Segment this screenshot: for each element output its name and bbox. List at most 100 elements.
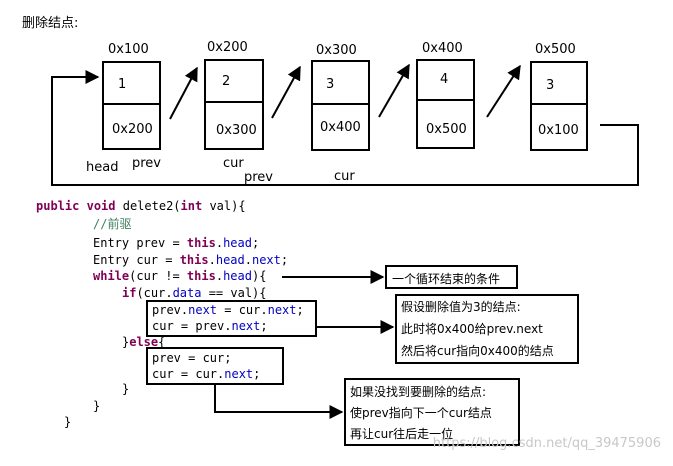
list-node: 0x100 1 0x200 <box>102 42 161 150</box>
node-value: 1 <box>118 77 126 92</box>
note-notfound-line: 再让cur往后走一位 <box>350 427 454 441</box>
node-address: 0x300 <box>316 43 357 58</box>
link-arrow <box>378 63 410 118</box>
field: next <box>224 367 254 381</box>
code-text: delete2( <box>115 199 181 213</box>
field: head <box>223 269 252 283</box>
note-loop-end: 一个循环结束的条件 <box>392 272 501 286</box>
code-text: (cur != <box>129 269 187 283</box>
keyword: else <box>129 335 159 349</box>
code-text: == val){ <box>201 286 267 300</box>
code-text: ; <box>296 303 304 317</box>
head-label: head <box>86 160 118 175</box>
node-address: 0x200 <box>207 40 248 55</box>
field: next <box>267 303 297 317</box>
code-text: (cur. <box>136 286 173 300</box>
prev-label: prev <box>244 170 273 185</box>
node-address: 0x100 <box>108 42 149 57</box>
code-comment: //前驱 <box>93 217 132 231</box>
node-value: 2 <box>222 74 230 89</box>
code-line: } <box>64 415 72 429</box>
code-text: cur = cur. <box>152 367 225 381</box>
code-text: prev. <box>152 303 189 317</box>
code-text: ; <box>253 367 261 381</box>
list-node: 0x300 3 0x400 <box>311 43 370 151</box>
code-line: prev.next = cur.next; <box>152 302 304 318</box>
code-text: = cur. <box>217 303 268 317</box>
note-notfound-line: 如果没找到要删除的结点: <box>350 385 487 399</box>
code-text: . <box>208 253 216 267</box>
code-text: . <box>215 269 224 283</box>
field: next <box>188 303 218 317</box>
cur-label: cur <box>223 156 244 171</box>
list-node: 0x400 4 0x500 <box>416 41 475 149</box>
list-node: 0x500 3 0x100 <box>530 42 588 151</box>
circular-link-line <box>51 70 639 186</box>
code-line: } <box>122 382 130 396</box>
node-next: 0x200 <box>112 122 153 137</box>
code-text: ; <box>251 236 260 250</box>
field: next <box>231 319 261 333</box>
node-box <box>416 59 475 149</box>
code-text: val){ <box>202 199 246 213</box>
code-line: Entry prev = this.head; <box>93 235 259 251</box>
code-text: ){ <box>251 269 267 283</box>
code-line: } <box>93 399 101 413</box>
keyword: int <box>180 199 203 213</box>
node-box <box>311 60 370 151</box>
code-line: Entry cur = this.head.next; <box>93 252 288 268</box>
code-text: ; <box>280 253 289 267</box>
field: data <box>172 286 202 300</box>
code-text: Entry prev = <box>93 236 187 250</box>
code-line: cur = prev.next; <box>152 318 268 334</box>
field: next <box>251 253 281 267</box>
note-notfound-line: 使prev指向下一个cur结点 <box>350 406 492 420</box>
code-text: . <box>244 253 252 267</box>
prev-label: prev <box>132 156 161 171</box>
node-box <box>102 61 161 150</box>
node-value: 3 <box>326 77 334 92</box>
code-text: Entry cur = <box>93 253 180 267</box>
node-value: 3 <box>546 78 554 93</box>
node-next: 0x500 <box>426 122 467 137</box>
note-box-delete <box>395 294 579 364</box>
code-line: while(cur != this.head){ <box>93 268 266 284</box>
code-line: cur = cur.next; <box>152 366 260 382</box>
note-delete-line: 此时将0x400给prev.next <box>401 322 543 336</box>
list-node: 0x200 2 0x300 <box>204 40 264 150</box>
node-box <box>204 59 264 150</box>
note-arrow <box>214 384 344 419</box>
keyword: this <box>179 253 209 267</box>
node-box <box>530 61 588 151</box>
keyword: void <box>86 199 116 213</box>
code-text: cur = prev. <box>152 319 232 333</box>
link-arrow <box>271 65 301 119</box>
watermark: https://blog.csdn.net/qq_39475906 <box>432 436 661 451</box>
code-text: . <box>215 236 224 250</box>
field: head <box>223 236 252 250</box>
field: head <box>215 253 245 267</box>
note-delete-line: 假设删除值为3的结点: <box>401 300 521 314</box>
keyword: this <box>186 236 216 250</box>
code-text: { <box>158 335 166 349</box>
code-line: }else{ <box>122 334 165 350</box>
node-next: 0x400 <box>320 120 361 135</box>
link-arrow <box>169 66 198 120</box>
keyword: this <box>186 269 216 283</box>
note-box-loop <box>385 265 518 289</box>
node-address: 0x500 <box>535 42 576 57</box>
diagram-title: 删除结点: <box>22 16 79 31</box>
note-box-notfound <box>344 378 520 446</box>
link-arrow <box>486 64 521 118</box>
highlight-if-block <box>146 300 317 337</box>
keyword: public <box>36 199 80 213</box>
note-delete-line: 然后将cur指向0x400的结点 <box>401 344 554 358</box>
node-next: 0x100 <box>538 123 579 138</box>
keyword: if <box>122 286 137 300</box>
code-line: public void delete2(int val){ <box>36 198 246 214</box>
code-text: ; <box>260 319 268 333</box>
node-value: 4 <box>440 72 448 87</box>
code-text: } <box>122 335 130 349</box>
node-next: 0x300 <box>216 123 257 138</box>
